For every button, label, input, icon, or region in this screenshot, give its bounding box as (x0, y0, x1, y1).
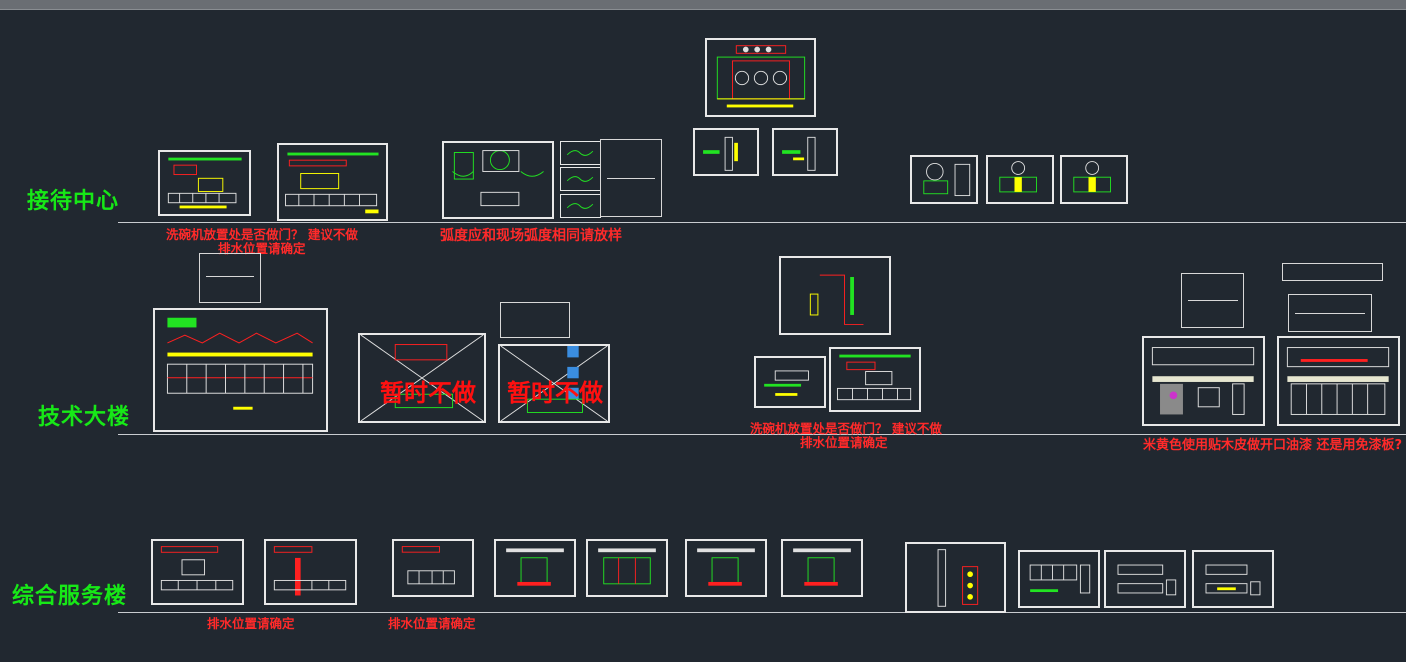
drawing-sheet[interactable] (498, 344, 610, 423)
empty-title-frame[interactable] (1288, 294, 1372, 332)
drawing-sheet[interactable] (754, 356, 826, 408)
drawing-sheet[interactable] (560, 141, 601, 165)
drawing-sheet[interactable] (277, 143, 388, 221)
divider-service (118, 612, 1406, 613)
top-toolbar-strip (0, 0, 1406, 10)
drawing-sheet[interactable] (1018, 550, 1100, 608)
stamp-not-doing-1: 暂时不做 (380, 379, 476, 407)
drawing-sheet[interactable] (392, 539, 474, 597)
drawing-sheet[interactable] (685, 539, 767, 597)
note-drain-position-1: 排水位置请确定 (218, 241, 306, 256)
note-drain-position-3: 排水位置请确定 (207, 616, 295, 631)
drawing-sheet[interactable] (781, 539, 863, 597)
drawing-sheet[interactable] (560, 194, 601, 218)
plan-outline[interactable] (1282, 263, 1383, 281)
drawing-sheet[interactable] (158, 150, 251, 216)
drawing-sheet[interactable] (358, 333, 486, 423)
drawing-sheet[interactable] (986, 155, 1054, 204)
stamp-not-doing-2: 暂时不做 (507, 379, 603, 407)
drawing-sheet[interactable] (693, 128, 759, 176)
drawing-sheet[interactable] (905, 542, 1006, 613)
drawing-sheet[interactable] (1277, 336, 1400, 426)
drawing-sheet[interactable] (494, 539, 576, 597)
drawing-sheet[interactable] (442, 141, 554, 219)
note-arc-layout: 弧度应和现场弧度相同请放样 (440, 228, 622, 244)
section-label-tech: 技术大楼 (38, 405, 131, 430)
drawing-sheet[interactable] (1192, 550, 1274, 608)
drawing-sheet[interactable] (772, 128, 838, 176)
drawing-sheet[interactable] (705, 38, 816, 117)
drawing-sheet[interactable] (264, 539, 357, 605)
divider-reception (118, 222, 1406, 223)
drawing-sheet[interactable] (153, 308, 328, 432)
drawing-sheet[interactable] (1104, 550, 1186, 608)
plan-outline[interactable] (500, 302, 570, 338)
note-beige-veneer: 米黄色使用贴木皮做开口油漆 还是用免漆板? (1143, 438, 1403, 453)
note-dishwasher-door-2: 洗碗机放置处是否做门？ 建议不做 (750, 421, 942, 436)
drawing-sheet[interactable] (1060, 155, 1128, 204)
drawing-sheet[interactable] (151, 539, 244, 605)
drawing-sheet[interactable] (560, 167, 601, 191)
drawing-sheet[interactable] (779, 256, 891, 335)
empty-title-frame[interactable] (600, 139, 662, 217)
empty-title-frame[interactable] (199, 253, 261, 303)
drawing-sheet[interactable] (1142, 336, 1265, 426)
section-label-reception: 接待中心 (27, 189, 120, 214)
divider-tech (118, 434, 1406, 435)
note-drain-position-4: 排水位置请确定 (388, 616, 476, 631)
note-dishwasher-door-1: 洗碗机放置处是否做门？ 建议不做 (166, 227, 358, 242)
drawing-sheet[interactable] (586, 539, 668, 597)
drawing-sheet[interactable] (829, 347, 921, 412)
empty-title-frame[interactable] (1181, 273, 1244, 328)
note-drain-position-2: 排水位置请确定 (800, 435, 888, 450)
section-label-service: 综合服务楼 (12, 584, 128, 609)
drawing-sheet[interactable] (910, 155, 978, 204)
